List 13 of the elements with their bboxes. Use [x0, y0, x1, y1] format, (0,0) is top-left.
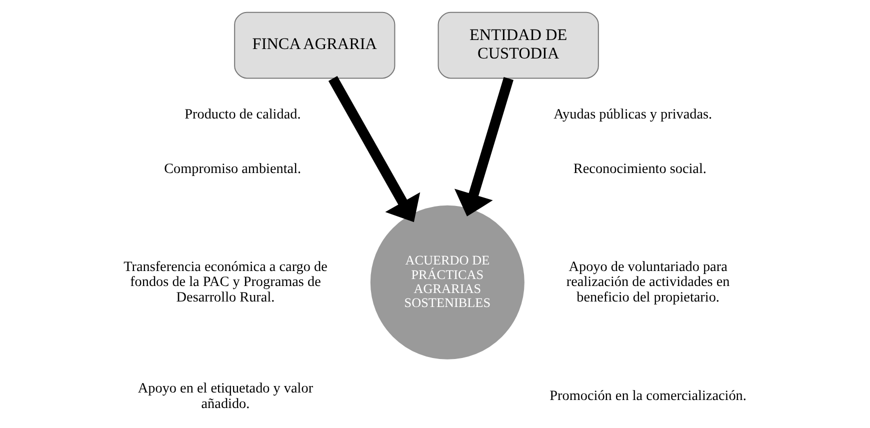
label: Compromiso ambiental. [164, 161, 302, 178]
label: Promoción en la comercialización. [550, 388, 746, 404]
label: Transferencia económica a cargo de fondos de la PAC y Programas de Desarrollo Rural. [124, 258, 328, 306]
node-box: ENTIDAD DE CUSTODIA [438, 12, 599, 79]
label: Apoyo de voluntariado para realización de actividades en beneficio del propietario. [566, 258, 730, 306]
arrow [328, 76, 420, 222]
label: Reconocimiento social. [573, 161, 706, 178]
arrow [454, 77, 514, 216]
label: Producto de calidad. [184, 106, 301, 122]
node-circle: ACUERDO DE PRÁCTICAS AGRARIAS SOSTENIBLES [370, 205, 524, 360]
label: Ayudas públicas y privadas. [554, 106, 712, 122]
label: Apoyo en el etiquetado y valor añadido. [138, 380, 314, 412]
node-box: FINCA AGRARIA [234, 12, 396, 79]
